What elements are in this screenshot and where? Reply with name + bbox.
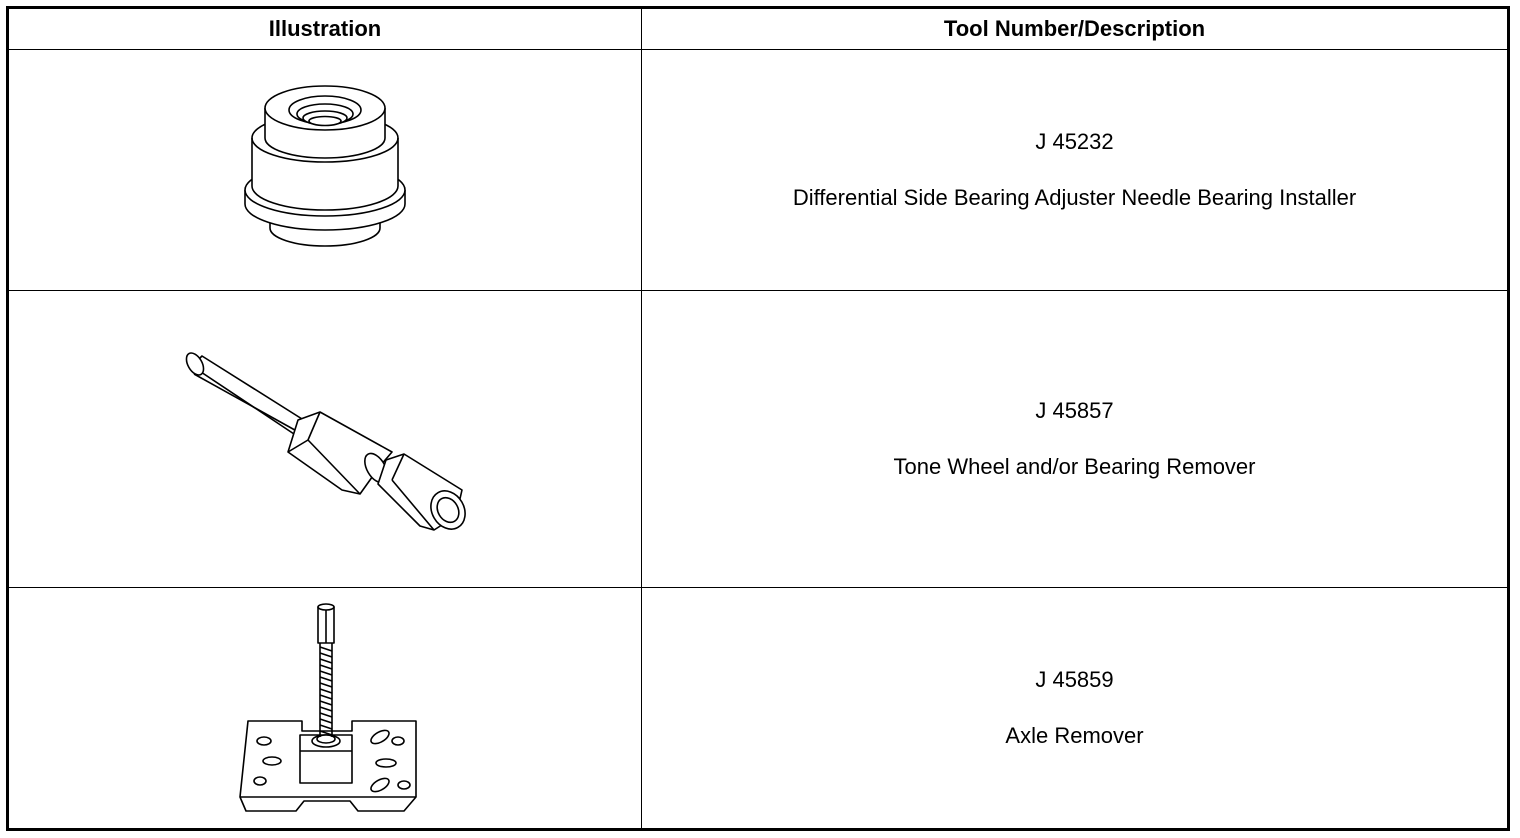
- header-tool-description: Tool Number/Description: [641, 7, 1509, 50]
- tool-description-cell: J 45857 Tone Wheel and/or Bearing Remove…: [641, 290, 1509, 588]
- illustration-cell: [7, 587, 642, 830]
- table-row: J 45857 Tone Wheel and/or Bearing Remove…: [7, 290, 1509, 588]
- tool-number: J 45859: [1035, 667, 1114, 692]
- special-tools-table: Illustration Tool Number/Description: [6, 6, 1510, 831]
- bearing-remover-icon: [185, 352, 466, 531]
- tool-description-cell: J 45859 Axle Remover: [641, 587, 1509, 830]
- header-illustration: Illustration: [7, 7, 642, 50]
- header-row: Illustration Tool Number/Description: [7, 7, 1509, 50]
- axle-remover-icon: [239, 602, 417, 812]
- illustration-cell: [7, 290, 642, 588]
- tool-description: Axle Remover: [1005, 723, 1144, 748]
- tool-description: Differential Side Bearing Adjuster Needl…: [792, 185, 1357, 210]
- tool-description-cell: J 45232 Differential Side Bearing Adjust…: [641, 49, 1509, 291]
- bearing-installer-icon: [244, 84, 406, 247]
- tool-number: J 45232: [1035, 129, 1114, 154]
- table-row: J 45232 Differential Side Bearing Adjust…: [7, 49, 1509, 291]
- tool-description: Tone Wheel and/or Bearing Remover: [893, 454, 1256, 479]
- tool-number: J 45857: [1035, 398, 1114, 423]
- illustration-cell: [7, 49, 642, 291]
- table-row: J 45859 Axle Remover: [7, 587, 1509, 830]
